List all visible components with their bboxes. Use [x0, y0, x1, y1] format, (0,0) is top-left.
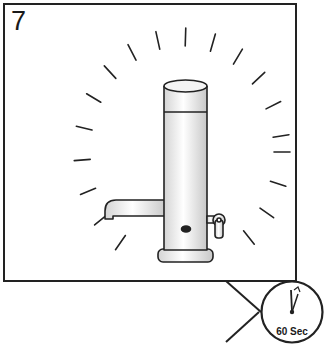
vibration-lines — [74, 28, 290, 250]
faucet-cap-line — [164, 111, 207, 113]
vibration-dash — [76, 126, 92, 130]
vibration-dash — [274, 151, 290, 153]
vibration-dash — [252, 72, 264, 84]
lever-dot — [217, 218, 221, 222]
vibration-dash — [116, 236, 126, 250]
faucet-top — [164, 80, 207, 92]
time-label: 60 Sec — [276, 327, 308, 337]
vibration-dash — [244, 231, 255, 244]
vibration-dash — [74, 159, 90, 160]
clock-hand-tip — [294, 287, 300, 292]
pointer-lower-leg — [226, 312, 259, 342]
faucet-body — [164, 86, 207, 250]
vibration-dash — [156, 32, 160, 49]
faucet — [105, 80, 225, 262]
vibration-dash — [233, 49, 242, 64]
vibration-dash — [266, 102, 281, 109]
faucet-spout — [105, 200, 166, 219]
clock-rim — [262, 282, 323, 343]
step-number: 7 — [11, 8, 295, 35]
clock-pivot — [290, 310, 294, 314]
vibration-dash — [210, 34, 215, 51]
faucet-base — [158, 249, 213, 262]
clock-hand — [291, 290, 292, 312]
vibration-dash — [273, 135, 289, 138]
vibration-dash — [270, 181, 285, 186]
vibration-dash — [87, 94, 101, 102]
vibration-dash — [104, 66, 116, 79]
vibration-dash — [260, 208, 274, 218]
timer-clock: 60 Sec — [260, 280, 324, 344]
vibration-dash — [184, 28, 186, 46]
clock-hand — [292, 294, 298, 312]
vibration-dash — [128, 45, 136, 61]
pointer-connector — [226, 281, 261, 312]
vibration-dash — [81, 188, 96, 194]
step-panel: 7 — [3, 3, 297, 282]
sensor-window — [182, 226, 191, 232]
